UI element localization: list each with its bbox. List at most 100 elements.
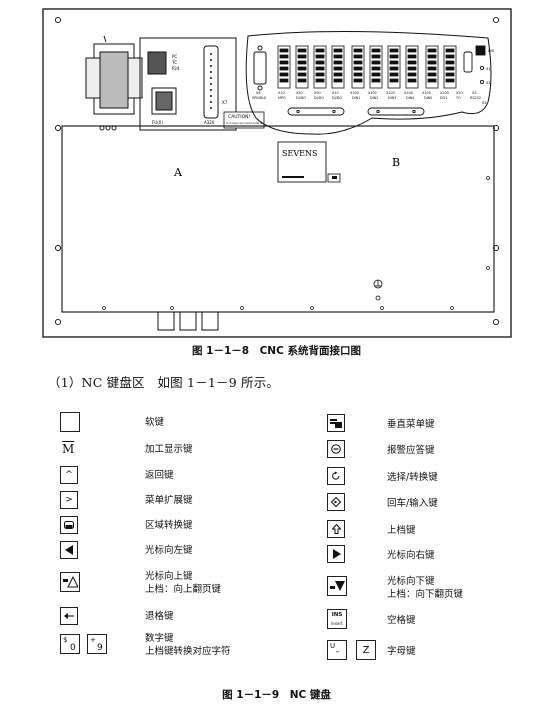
number-key-0-glyph: 0 [70, 643, 76, 653]
key-label-select-toggle: 选择/转换键 [387, 472, 438, 483]
triangle-right-icon [327, 545, 345, 563]
label-spindle: SPINDLE [252, 96, 266, 100]
caution-label [223, 111, 265, 129]
label-x90: X90 [314, 91, 321, 95]
label-a320: A320 [204, 120, 215, 125]
label-fuse: FU(0) [152, 120, 163, 125]
key-label-space: 空格键 [387, 615, 416, 626]
ground-symbol-icon [373, 279, 383, 301]
main-housing [61, 125, 495, 313]
caret-right-icon: > [60, 491, 78, 509]
rs232-connector [463, 45, 486, 85]
select-toggle-icon [327, 467, 345, 485]
label-din3: DIN3 [388, 96, 396, 100]
connector-labels: X6 X10 X20 X90 X10 X100 X102 X103 X104 X… [252, 91, 481, 100]
number-key-9-glyph: 9 [97, 643, 103, 653]
label-pc: PC [172, 54, 177, 59]
label-x6: X6 [256, 91, 260, 95]
label-s3: S3 [482, 101, 487, 105]
transformer [85, 35, 143, 115]
bottom-tabs [157, 311, 219, 331]
housing-screws [102, 176, 490, 310]
label-x20: X20 [296, 91, 303, 95]
label-din5: DIN5 [424, 96, 432, 100]
label-dis: DIS [488, 49, 495, 53]
label-do1: DO1 [440, 96, 447, 100]
label-x10c: X10 [456, 91, 463, 95]
key-label-letter-keys: 字母键 [387, 646, 416, 657]
key-label-cursor-up-main: 光标向上键 [145, 571, 193, 582]
vertical-menu-icon [327, 414, 345, 432]
key-label-return: 返回键 [145, 470, 174, 481]
label-x200: X200 [440, 91, 449, 95]
label-din1: DIN1 [352, 96, 360, 100]
number-key-9-icon: + 9 [87, 634, 107, 654]
label-s2: S2 [486, 81, 491, 85]
key-label-shift: 上档键 [387, 525, 416, 536]
label-x102: X102 [368, 91, 377, 95]
region-b-outline [245, 30, 492, 135]
left-module [139, 37, 237, 131]
key-label-alarm-ack: 报警应答键 [387, 445, 435, 456]
key-label-backspace: 退格键 [145, 611, 174, 622]
label-x10b: X10 [332, 91, 339, 95]
alarm-ack-icon [327, 440, 345, 458]
space-key-ins-glyph: INS [331, 612, 343, 618]
label-x105: X105 [422, 91, 431, 95]
letter-key-u-glyph: U [330, 642, 336, 650]
label-tc: TC [171, 60, 177, 65]
letter-key-u-icon: U - [327, 640, 347, 660]
key-label-area-switch: 区域转换键 [145, 520, 193, 531]
label-din4: DIN4 [406, 96, 414, 100]
sevens-label: SEVENS [282, 149, 317, 158]
key-label-enter: 回车/输入键 [387, 498, 438, 509]
shift-icon [327, 520, 345, 538]
number-key-0-shift-glyph: $ [63, 636, 68, 644]
letter-key-z-icon: Z [356, 640, 376, 660]
key-label-number-keys: 数字键 上档键转换对应字符 [145, 632, 231, 658]
label-p24: P24 [172, 66, 180, 71]
cursor-up-icon [60, 572, 80, 592]
label-s1: S1 [486, 67, 491, 71]
m-key-icon: M [62, 442, 75, 456]
label-to: TO [455, 96, 461, 100]
key-label-machining-display: 加工显示键 [145, 444, 193, 455]
label-dido-1: DI/DO [296, 96, 306, 100]
db-connector-x6 [253, 45, 267, 91]
backspace-icon [60, 607, 78, 625]
letter-key-u-shift-glyph: - [336, 647, 340, 657]
key-label-menu-expand: 菜单扩展键 [145, 495, 193, 506]
number-key-0-icon: $ 0 [60, 634, 80, 654]
triangle-left-icon [60, 541, 78, 559]
key-label-cursor-right: 光标向右键 [387, 550, 435, 561]
terminal-blocks [277, 45, 457, 89]
label-x100: X100 [350, 91, 359, 95]
caution-text: Do not unplug or pull connectors if powe… [226, 121, 262, 125]
key-label-cursor-up: 光标向上键 上档：向上翻页键 [145, 570, 221, 596]
region-a-label: A [173, 166, 183, 179]
cnc-back-panel-drawing: PC TC P24 X7 FU(0) A320 CAUTION! Do not … [42, 8, 512, 338]
key-label-cursor-up-shift: 上档：向上翻页键 [145, 584, 222, 595]
key-label-cursor-down: 光标向下键 上档：向下翻页键 [387, 575, 463, 601]
caution-title: CAUTION! [228, 114, 250, 120]
figure-2-caption: 图 1－1－9 NC 键盘 [222, 689, 331, 701]
label-mpg: MPG [278, 96, 286, 100]
figure-1-caption: 图 1－1－8 CNC 系统背面接口图 [192, 345, 361, 357]
sevens-plate [277, 141, 327, 183]
label-x3: X3 [472, 91, 476, 95]
label-x10a: X10 [278, 91, 285, 95]
label-x104: X104 [404, 91, 413, 95]
label-x103: X103 [386, 91, 395, 95]
blank-key-icon [60, 412, 80, 432]
number-key-9-shift-glyph: + [90, 636, 96, 644]
key-label-number-keys-main: 数字键 [145, 633, 174, 644]
label-dido-2: DI/DO [314, 96, 324, 100]
region-b-label: B [392, 156, 400, 169]
cursor-down-icon [327, 576, 347, 596]
key-label-cursor-left: 光标向左键 [145, 545, 193, 556]
mounting-rails [287, 107, 425, 116]
intro-text: （1）NC 键盘区 如图 1－1－9 所示。 [48, 375, 280, 390]
label-dido-3: DI/DO [332, 96, 342, 100]
key-label-cursor-down-main: 光标向下键 [387, 576, 435, 587]
key-label-number-keys-shift: 上档键转换对应字符 [145, 646, 231, 657]
